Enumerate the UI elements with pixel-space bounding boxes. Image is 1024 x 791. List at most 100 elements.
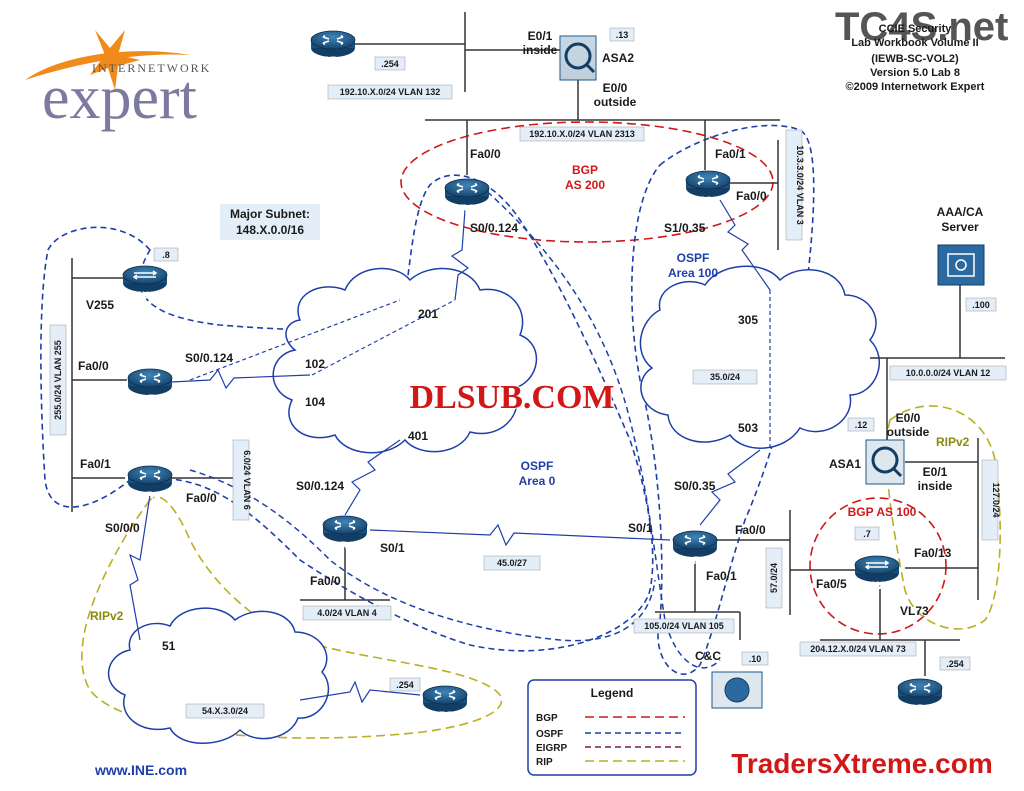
website-link[interactable]: www.INE.com <box>94 762 187 778</box>
svg-text:BB1: BB1 <box>439 710 461 722</box>
ospf-paths <box>189 184 721 669</box>
svg-text:Fa0/0: Fa0/0 <box>736 189 767 203</box>
subnet-vlan6: 6.0/24 VLAN 6 <box>242 450 252 510</box>
svg-text:Fa0/1: Fa0/1 <box>715 147 746 161</box>
svg-text:148.X.0.0/16: 148.X.0.0/16 <box>236 223 304 237</box>
device-sw1[interactable]: SW1 <box>854 555 900 592</box>
ospf-area100-label-2: Area 100 <box>668 266 718 280</box>
svg-text:outside: outside <box>594 95 637 109</box>
svg-text:R4: R4 <box>340 540 355 552</box>
ethernet-segments <box>71 12 1005 676</box>
host-asa1: .12 <box>855 420 868 430</box>
legend-label-eigrp: EIGRP <box>536 743 567 754</box>
bgp-as200-boundary <box>400 121 774 243</box>
device-asa1[interactable]: ASA1 <box>829 439 905 485</box>
rip-right-label: RIPv2 <box>936 435 970 449</box>
device-r5[interactable]: R5 <box>672 530 718 567</box>
protocol-labels: BGP AS 200 OSPF Area 100 OSPF Area 0 RIP… <box>90 163 970 623</box>
subnet-s54: 54.X.3.0/24 <box>202 706 248 716</box>
svg-text:Fa0/1: Fa0/1 <box>80 457 111 471</box>
device-bb2[interactable]: BB2 <box>310 30 356 67</box>
rip-right-boundary <box>885 405 1001 630</box>
ine-logo: INTERNETWORK expert <box>25 30 211 132</box>
svg-text:R2: R2 <box>460 203 474 215</box>
logo-top-text: INTERNETWORK <box>92 61 211 75</box>
svg-text:VL73: VL73 <box>900 604 929 618</box>
watermark-bottom-right: TradersXtreme.com <box>731 748 992 779</box>
subnet-vlan255: 255.0/24 VLAN 255 <box>53 340 63 420</box>
svg-text:104: 104 <box>305 395 325 409</box>
subnet-vlan2313: 192.10.X.0/24 VLAN 2313 <box>529 129 635 139</box>
header-line-5: ©2009 Internetwork Expert <box>846 81 985 93</box>
device-aaa-server[interactable]: AAA/CA Server <box>937 205 985 286</box>
svg-text:Fa0/0: Fa0/0 <box>186 491 217 505</box>
host-bb1: .254 <box>396 680 414 690</box>
svg-text:102: 102 <box>305 357 325 371</box>
host-sw1: .7 <box>863 529 871 539</box>
subnet-labels: 192.10.X.0/24 VLAN 132 192.10.X.0/24 VLA… <box>49 84 1007 719</box>
svg-text:BB3: BB3 <box>909 703 931 715</box>
svg-text:C&C: C&C <box>695 649 721 663</box>
svg-text:401: 401 <box>408 429 428 443</box>
device-bb3[interactable]: BB3 <box>897 678 943 715</box>
serial-links <box>128 199 771 704</box>
legend-label-ospf: OSPF <box>536 729 563 740</box>
subnet-vlan12: 10.0.0.0/24 VLAN 12 <box>906 368 991 378</box>
logo-main-text: expert <box>42 64 197 132</box>
svg-text:305: 305 <box>738 313 758 327</box>
device-r1[interactable]: R1 <box>127 368 173 405</box>
subnet-vlan105: 105.0/24 VLAN 105 <box>644 621 724 631</box>
svg-text:Server: Server <box>941 220 979 234</box>
svg-text:BB2: BB2 <box>322 55 344 67</box>
header: TC4S.net CCIE Security Lab Workbook Volu… <box>835 5 1008 93</box>
device-r6[interactable]: R6 <box>127 465 173 502</box>
svg-text:V255: V255 <box>86 298 114 312</box>
svg-text:Major Subnet:: Major Subnet: <box>230 207 310 221</box>
host-addresses: .254 .13 .8 .100 .12 .7 .10 .254 .254 <box>153 27 997 692</box>
device-r2[interactable]: R2 <box>444 178 490 215</box>
cloud-frame-relay-bottom <box>108 607 330 744</box>
interface-labels: E0/1 inside E0/0 outside Fa0/0 S0/0.124 … <box>78 29 953 618</box>
host-bb3: .254 <box>946 659 964 669</box>
device-asa2[interactable]: ASA2 <box>559 35 634 81</box>
svg-text:Fa0/13: Fa0/13 <box>914 546 952 560</box>
svg-text:E0/1: E0/1 <box>528 29 553 43</box>
brand-title: TC4S.net <box>835 5 1008 49</box>
rip-left-label: RIPv2 <box>90 609 124 623</box>
subnet-vlan73: 204.12.X.0/24 VLAN 73 <box>810 644 906 654</box>
bgp-as200-label-1: BGP <box>572 163 598 177</box>
svg-text:E0/0: E0/0 <box>603 81 628 95</box>
device-r3[interactable]: R3 <box>685 170 731 207</box>
ospf-area0-label-1: OSPF <box>521 459 554 473</box>
svg-text:S0/0.35: S0/0.35 <box>674 479 716 493</box>
svg-text:R1: R1 <box>148 393 162 405</box>
svg-text:Fa0/5: Fa0/5 <box>816 577 847 591</box>
cloud-frame-relay-right <box>639 265 880 449</box>
svg-text:R3: R3 <box>698 195 712 207</box>
header-line-4: Version 5.0 Lab 8 <box>870 67 960 79</box>
rip-left-boundary <box>81 496 503 739</box>
device-cc[interactable]: C&C <box>695 649 763 709</box>
svg-text:outside: outside <box>887 425 930 439</box>
legend-label-rip: RIP <box>536 757 553 768</box>
host-sw2: .8 <box>162 250 170 260</box>
host-asa2: .13 <box>616 30 629 40</box>
watermark-center: DLSUB.COM <box>410 379 615 416</box>
header-line-3: (IEWB-SC-VOL2) <box>871 53 959 65</box>
ospf-area0-label-2: Area 0 <box>519 474 556 488</box>
svg-text:SW1: SW1 <box>865 580 889 592</box>
svg-text:ASA2: ASA2 <box>602 51 634 65</box>
header-line-2: Lab Workbook Volume II <box>851 37 978 49</box>
svg-text:E0/1: E0/1 <box>923 465 948 479</box>
svg-text:Fa0/0: Fa0/0 <box>735 523 766 537</box>
device-sw2[interactable]: SW2 <box>122 265 168 302</box>
svg-text:S0/0.124: S0/0.124 <box>185 351 233 365</box>
svg-text:201: 201 <box>418 307 438 321</box>
frame-relay-clouds <box>108 265 880 744</box>
device-r4[interactable]: R4 <box>322 515 368 552</box>
host-cc: .10 <box>749 654 762 664</box>
svg-text:Fa0/0: Fa0/0 <box>78 359 109 373</box>
svg-text:Fa0/0: Fa0/0 <box>470 147 501 161</box>
device-bb1[interactable]: BB1 <box>422 685 468 722</box>
